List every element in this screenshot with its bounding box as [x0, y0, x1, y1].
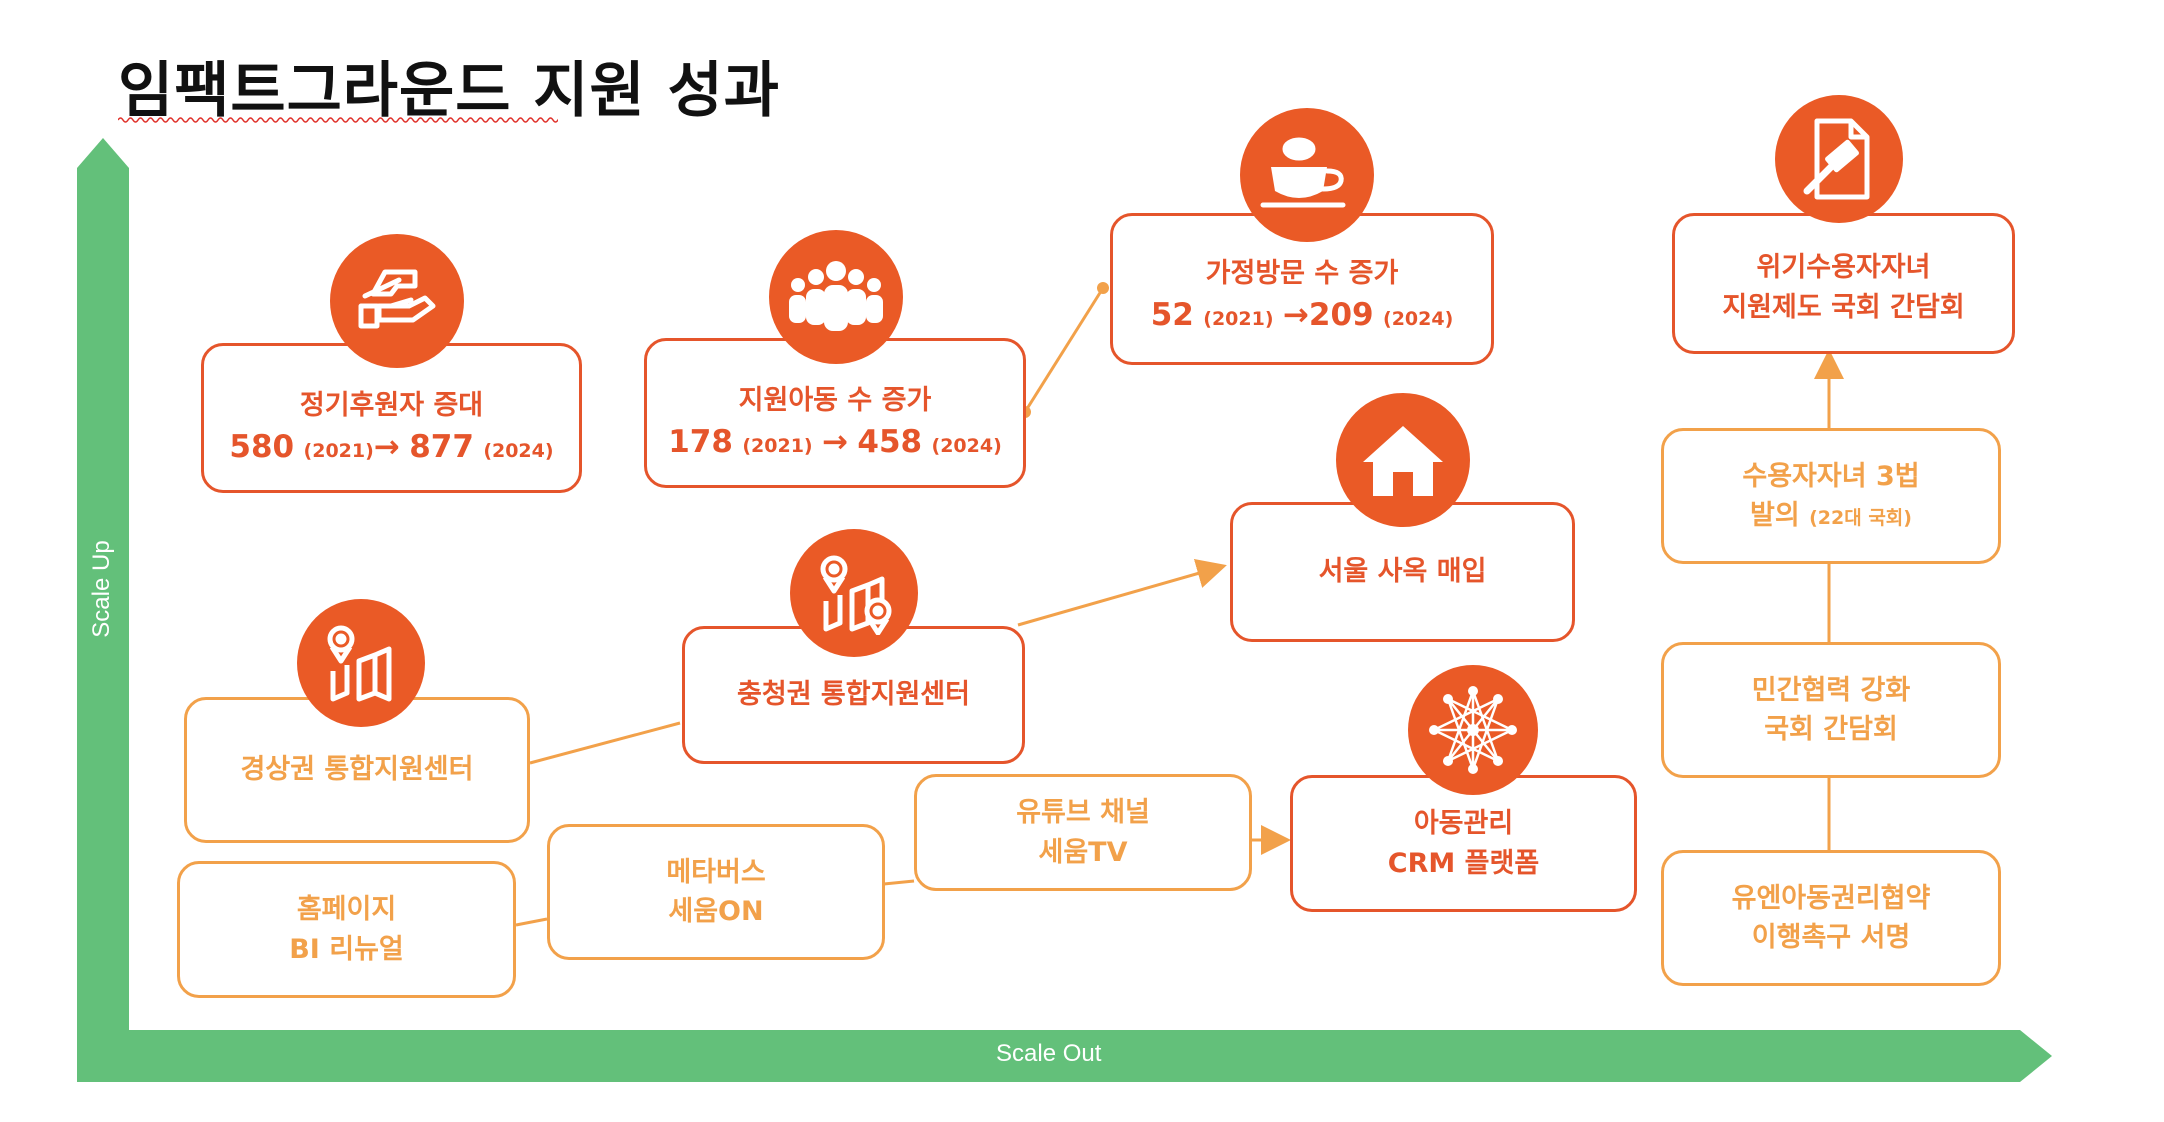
connector-gyeongsang-chungcheong [529, 721, 681, 765]
un-line1: 유엔아동권리협약 [1731, 882, 1931, 914]
gavel-document-icon [1775, 95, 1903, 223]
un-box: 유엔아동권리협약 이행촉구 서명 [1661, 850, 2001, 986]
foster-line2: 지원제도 국회 간담회 [1722, 291, 1965, 323]
spellcheck-underline [118, 117, 558, 123]
network-icon [1408, 665, 1538, 795]
laws-line2: 발의 (22대 국회) [1750, 500, 1912, 531]
crm-line1: 아동관리 [1413, 808, 1514, 840]
private-box: 민간협력 강화 국회 간담회 [1661, 642, 2001, 778]
seoul-title: 서울 사옥 매입 [1318, 556, 1487, 588]
donors-title: 정기후원자 증대 [299, 389, 484, 421]
homepage-line1: 홈페이지 [296, 894, 397, 926]
homepage-box: 홈페이지 BI 리뉴얼 [177, 861, 516, 998]
map-pin-icon [297, 599, 425, 727]
crm-box: 아동관리 CRM 플랫폼 [1290, 775, 1637, 912]
laws-line1: 수용자자녀 3법 [1742, 460, 1920, 492]
handshake-icon [330, 234, 464, 368]
un-line2: 이행촉구 서명 [1751, 922, 1911, 953]
y-axis-label: Scale Up [88, 540, 115, 638]
connector-dot [1097, 282, 1109, 294]
foster-line1: 위기수용자자녀 [1756, 252, 1931, 284]
youtube-line2: 세움TV [1038, 836, 1128, 868]
scale-up-axis [77, 138, 129, 1080]
children-box: 지원아동 수 증가 178 (2021) → 458 (2024) [644, 338, 1026, 488]
gyeongsang-title: 경상권 통합지원센터 [240, 754, 474, 786]
chungcheong-title: 충청권 통합지원센터 [737, 679, 970, 711]
connector-children-visits [1023, 287, 1105, 413]
foster-box: 위기수용자자녀 지원제도 국회 간담회 [1672, 213, 2015, 354]
scale-out-axis [77, 1030, 2052, 1082]
chungcheong-box: 충청권 통합지원센터 [682, 626, 1025, 764]
page-title: 임팩트그라운드 지원 성과 [118, 56, 780, 126]
metaverse-line1: 메타버스 [666, 856, 766, 888]
private-line2: 국회 간담회 [1764, 714, 1898, 745]
children-values: 178 (2021) → 458 (2024) [668, 424, 1002, 461]
visits-title: 가정방문 수 증가 [1205, 257, 1399, 289]
house-icon [1336, 393, 1470, 527]
private-line1: 민간협력 강화 [1751, 674, 1911, 706]
children-title: 지원아동 수 증가 [738, 384, 932, 416]
coffee-cup-icon [1240, 108, 1374, 242]
youtube-box: 유튜브 채널 세움TV [914, 774, 1252, 891]
people-icon [769, 230, 903, 364]
map-pin-icon [790, 529, 918, 657]
laws-box: 수용자자녀 3법 발의 (22대 국회) [1661, 428, 2001, 564]
connector-homepage-metaverse [515, 917, 548, 927]
x-axis-label: Scale Out [996, 1040, 1102, 1067]
connector-metaverse-youtube [883, 879, 915, 886]
crm-line2: CRM 플랫폼 [1387, 847, 1540, 879]
metaverse-box: 메타버스 세움ON [547, 824, 885, 960]
connector-chungcheong-seoul [1017, 559, 1227, 627]
homepage-line2: BI 리뉴얼 [289, 933, 404, 965]
donors-values: 580 (2021)→ 877 (2024) [229, 429, 554, 466]
metaverse-line2: 세움ON [668, 896, 764, 927]
visits-values: 52 (2021) →209 (2024) [1150, 297, 1454, 334]
youtube-line1: 유튜브 채널 [1016, 797, 1150, 829]
